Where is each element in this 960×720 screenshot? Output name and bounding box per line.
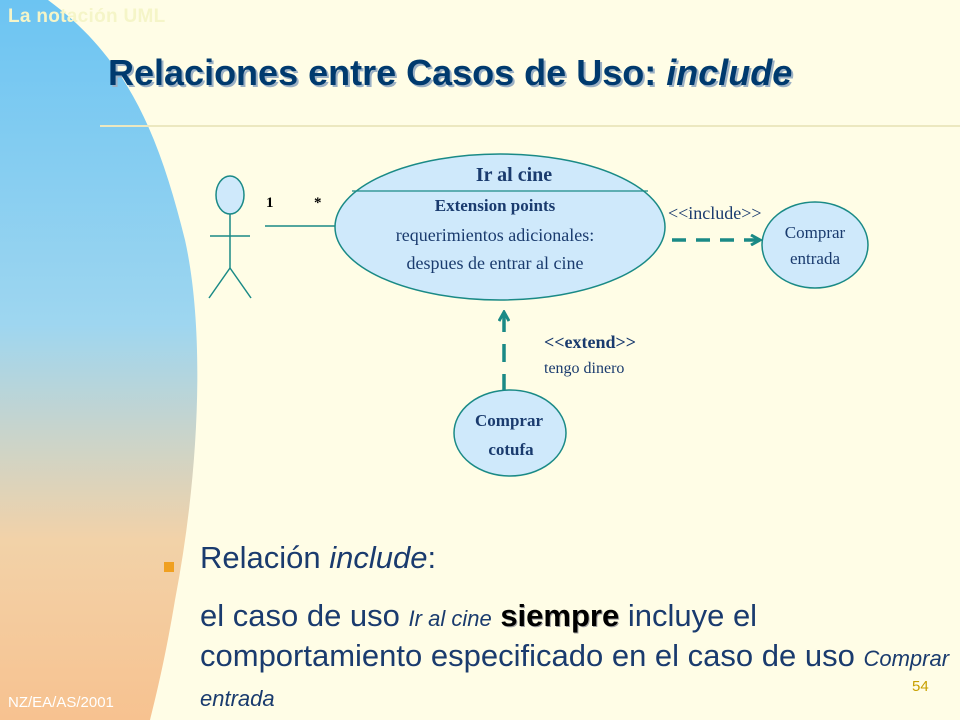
bullet-heading: Relación include:: [200, 540, 436, 576]
use-case-name: Ir al cine: [476, 164, 552, 186]
comprar-entrada-line2: entrada: [790, 249, 840, 268]
slide-title: Relaciones entre Casos de Uso: include: [108, 52, 908, 94]
bullet-marker: [164, 562, 174, 572]
extend-condition: tengo dinero: [544, 360, 624, 377]
bullet-label-start: Relación: [200, 540, 330, 575]
footer-author: NZ/EA/AS/2001: [8, 694, 114, 711]
body-part2: incluye el comportamiento especificado e…: [200, 598, 864, 673]
include-label: <<include>>: [668, 203, 762, 223]
multiplicity-left: 1: [266, 195, 274, 211]
use-case-comprar-cotufa: Comprar cotufa: [453, 389, 567, 477]
body-italic1: Ir al cine: [408, 606, 492, 631]
extension-point-line2: despues de entrar al cine: [407, 253, 584, 273]
bullet-label-italic: include: [329, 540, 428, 575]
multiplicity-right: *: [314, 195, 322, 211]
comprar-cotufa-line2: cotufa: [488, 440, 534, 459]
use-case-ir-al-cine: Ir al cine Extension points requerimient…: [334, 153, 666, 301]
extend-label: <<extend>>: [544, 332, 636, 352]
body-bold: siempre: [500, 598, 620, 633]
slide-section-label: La notación UML: [8, 6, 166, 27]
body-part1: el caso de uso: [200, 598, 409, 633]
body-italic2: Comprar entrada: [200, 646, 950, 711]
extension-point-line1: requerimientos adicionales:: [396, 225, 594, 245]
extension-points-title: Extension points: [435, 196, 556, 215]
bullet-label-end: :: [427, 540, 437, 575]
actor-icon: [208, 175, 252, 299]
bullet-body: el caso de uso Ir al cine siempre incluy…: [200, 597, 950, 717]
use-case-comprar-entrada: Comprar entrada: [761, 201, 869, 289]
title-main: Relaciones entre Casos de Uso:: [108, 52, 667, 93]
title-italic: include: [666, 52, 793, 93]
comprar-entrada-line1: Comprar: [785, 223, 846, 242]
page-number: 54: [912, 678, 929, 695]
comprar-cotufa-line1: Comprar: [475, 411, 543, 430]
